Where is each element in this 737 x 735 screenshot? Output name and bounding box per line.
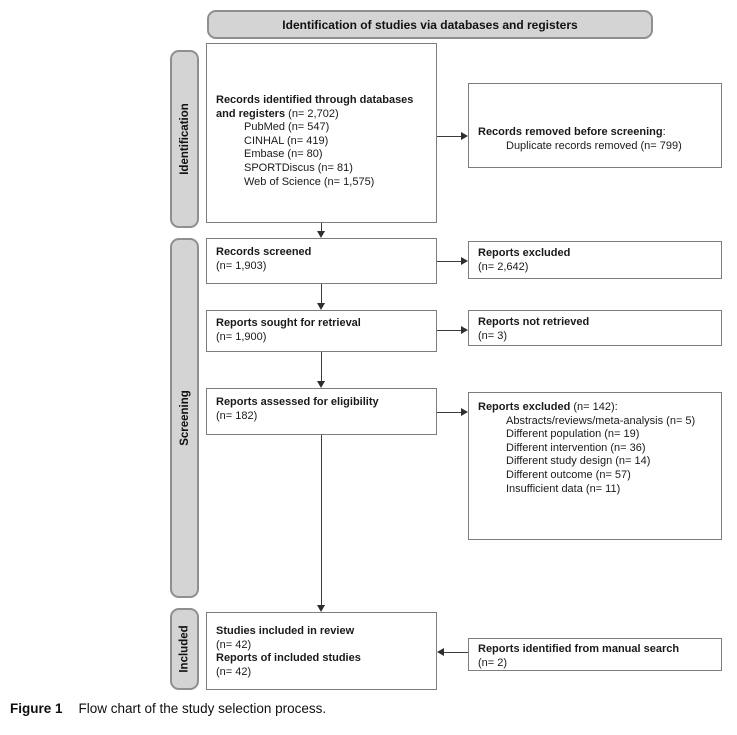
box-records-screened-count: (n= 1,903) [216,259,267,272]
box-reports-sought-title: Reports sought for retrieval [216,317,361,329]
box-records-removed-title: Records removed before screening: [478,126,666,138]
arrow-assessed-to-included-head [317,605,325,612]
stage-label-identification: Identification [170,50,199,228]
figure-caption-text: Flow chart of the study selection proces… [78,701,327,716]
arrow-sought-to-notretrieved-head [461,326,468,334]
box-reports-assessed-count: (n= 182) [216,409,258,422]
arrow-sought-to-assessed-line [321,352,322,382]
database-item: CINHAL (n= 419) [244,134,329,147]
stage-label-identification-text: Identification [178,103,191,175]
arrow-identified-to-removed-head [461,132,468,140]
exclusion-reason-item: Different study design (n= 14) [506,455,651,468]
arrow-identified-to-screened-line [321,223,322,232]
box-studies-included-title: Studies included in review [216,625,355,637]
stage-label-screening-text: Screening [178,390,191,446]
exclusion-reason-item: Insufficient data (n= 11) [506,482,621,495]
arrow-manual-to-included-head [437,648,444,656]
box-records-removed: Records removed before screening: Duplic… [468,83,722,168]
stage-label-screening: Screening [170,238,199,598]
box-reports-included-count: (n= 42) [216,665,252,678]
arrow-sought-to-notretrieved-line [437,330,461,331]
box-reports-excluded-eligibility: Reports excluded (n= 142): Abstracts/rev… [468,392,722,540]
arrow-screened-to-excluded-line [437,261,461,262]
box-manual-search-count: (n= 2) [478,656,508,669]
arrow-sought-to-assessed-head [317,381,325,388]
arrow-screened-to-sought-head [317,303,325,310]
box-studies-included: Studies included in review (n= 42) Repor… [206,612,437,690]
box-reports-not-retrieved-count: (n= 3) [478,329,508,342]
stage-label-included: Included [170,608,199,690]
header-title: Identification of studies via databases … [282,17,578,32]
box-records-identified: Records identified through databases and… [206,43,437,223]
exclusion-reason-item: Abstracts/reviews/meta-analysis (n= 5) [506,414,696,427]
box-manual-search: Reports identified from manual search (n… [468,638,722,671]
box-studies-included-count: (n= 42) [216,638,252,651]
exclusion-reason-item: Different intervention (n= 36) [506,441,646,454]
arrow-assessed-to-excluded-head [461,408,468,416]
box-reports-assessed-title: Reports assessed for eligibility [216,396,379,408]
arrow-identified-to-screened-head [317,231,325,238]
box-reports-excluded-screening: Reports excluded (n= 2,642) [468,241,722,279]
box-manual-search-title: Reports identified from manual search [478,643,680,655]
arrow-manual-to-included-line [444,652,468,653]
arrow-screened-to-excluded-head [461,257,468,265]
stage-label-included-text: Included [178,625,191,673]
arrow-screened-to-sought-line [321,284,322,304]
arrow-assessed-to-excluded-line [437,412,461,413]
box-reports-sought-count: (n= 1,900) [216,330,267,343]
box-reports-excluded-eligibility-title: Reports excluded (n= 142): [478,401,618,413]
database-item: Web of Science (n= 1,575) [244,175,375,188]
database-item: SPORTDiscus (n= 81) [244,161,353,174]
box-reports-included-title: Reports of included studies [216,652,361,665]
box-reports-sought: Reports sought for retrieval (n= 1,900) [206,310,437,352]
box-reports-excluded-screening-title: Reports excluded [478,247,571,259]
database-item: Embase (n= 80) [244,148,323,161]
box-reports-not-retrieved-title: Reports not retrieved [478,316,590,328]
box-records-screened-title: Records screened [216,246,312,258]
box-records-screened: Records screened (n= 1,903) [206,238,437,284]
exclusion-reason-item: Different population (n= 19) [506,428,640,441]
box-reports-not-retrieved: Reports not retrieved (n= 3) [468,310,722,346]
arrow-assessed-to-included-line [321,435,322,606]
figure-caption: Figure 1 Flow chart of the study selectio… [10,701,326,716]
box-reports-excluded-screening-count: (n= 2,642) [478,260,529,273]
figure-caption-label: Figure 1 [10,701,63,716]
header-banner: Identification of studies via databases … [207,10,653,39]
arrow-identified-to-removed-line [437,136,461,137]
box-records-identified-title: Records identified through databases and… [216,94,414,120]
database-item: PubMed (n= 547) [244,121,330,134]
box-reports-assessed: Reports assessed for eligibility (n= 182… [206,388,437,435]
exclusion-reason-item: Different outcome (n= 57) [506,468,631,481]
removed-reason-item: Duplicate records removed (n= 799) [506,139,682,152]
